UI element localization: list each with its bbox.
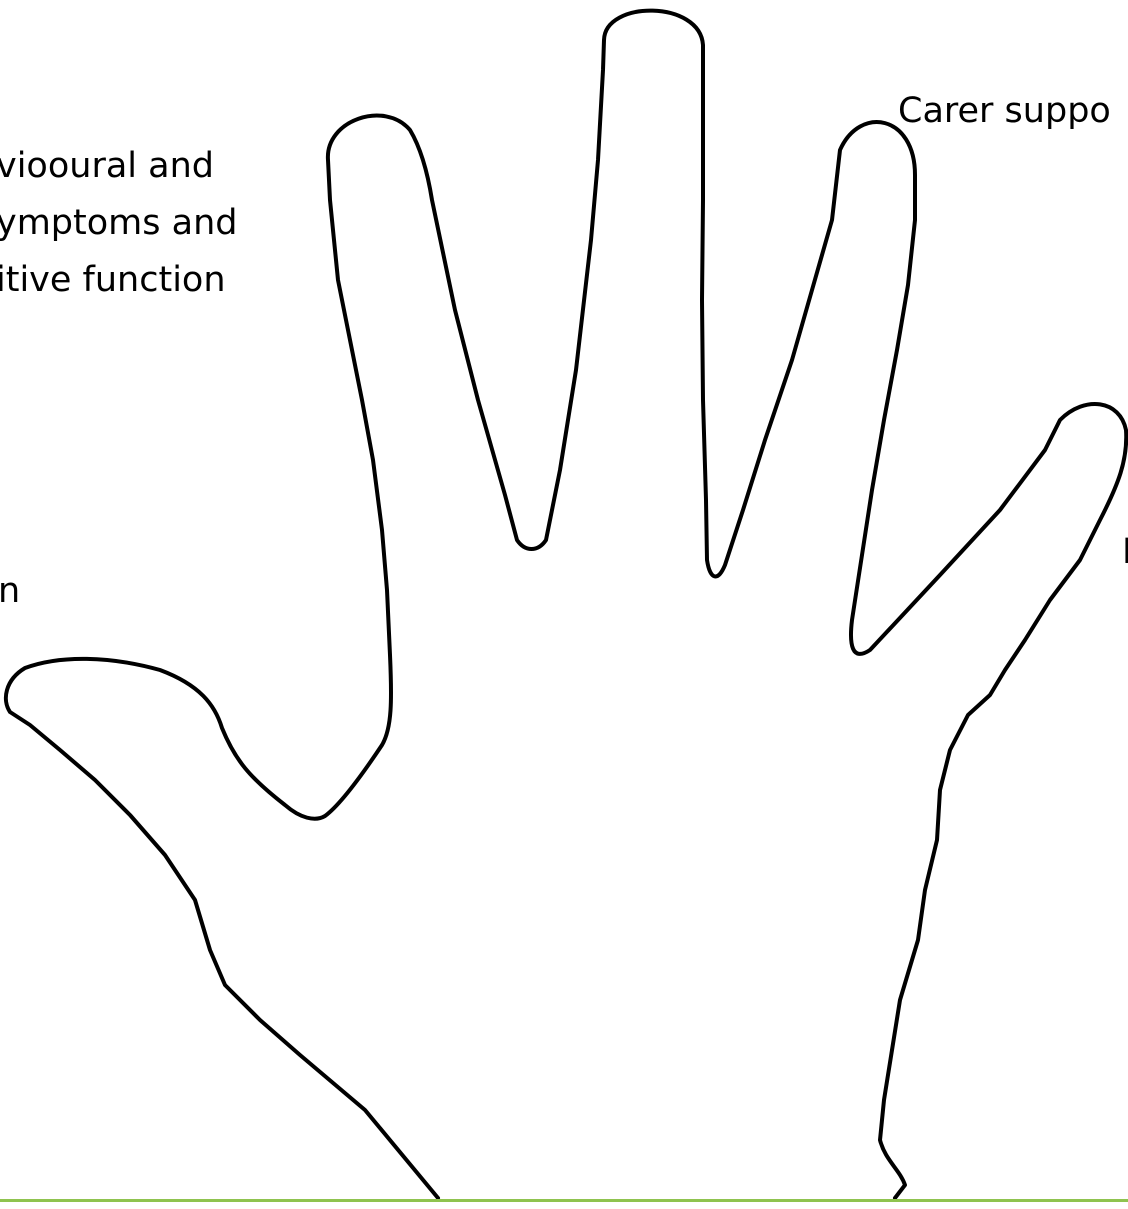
- left-partial-label: n: [0, 563, 20, 620]
- carer-support-label: Carer suppo: [898, 83, 1111, 140]
- behavioural-line-3: itive function: [0, 260, 226, 300]
- behavioural-line-1: viooural and: [0, 146, 214, 186]
- bottom-divider: [0, 1199, 1128, 1202]
- right-partial-label: I: [1122, 524, 1128, 581]
- behavioural-line-2: ymptoms and: [0, 203, 237, 243]
- behavioural-symptoms-label: viooural and ymptoms and itive function: [0, 138, 237, 309]
